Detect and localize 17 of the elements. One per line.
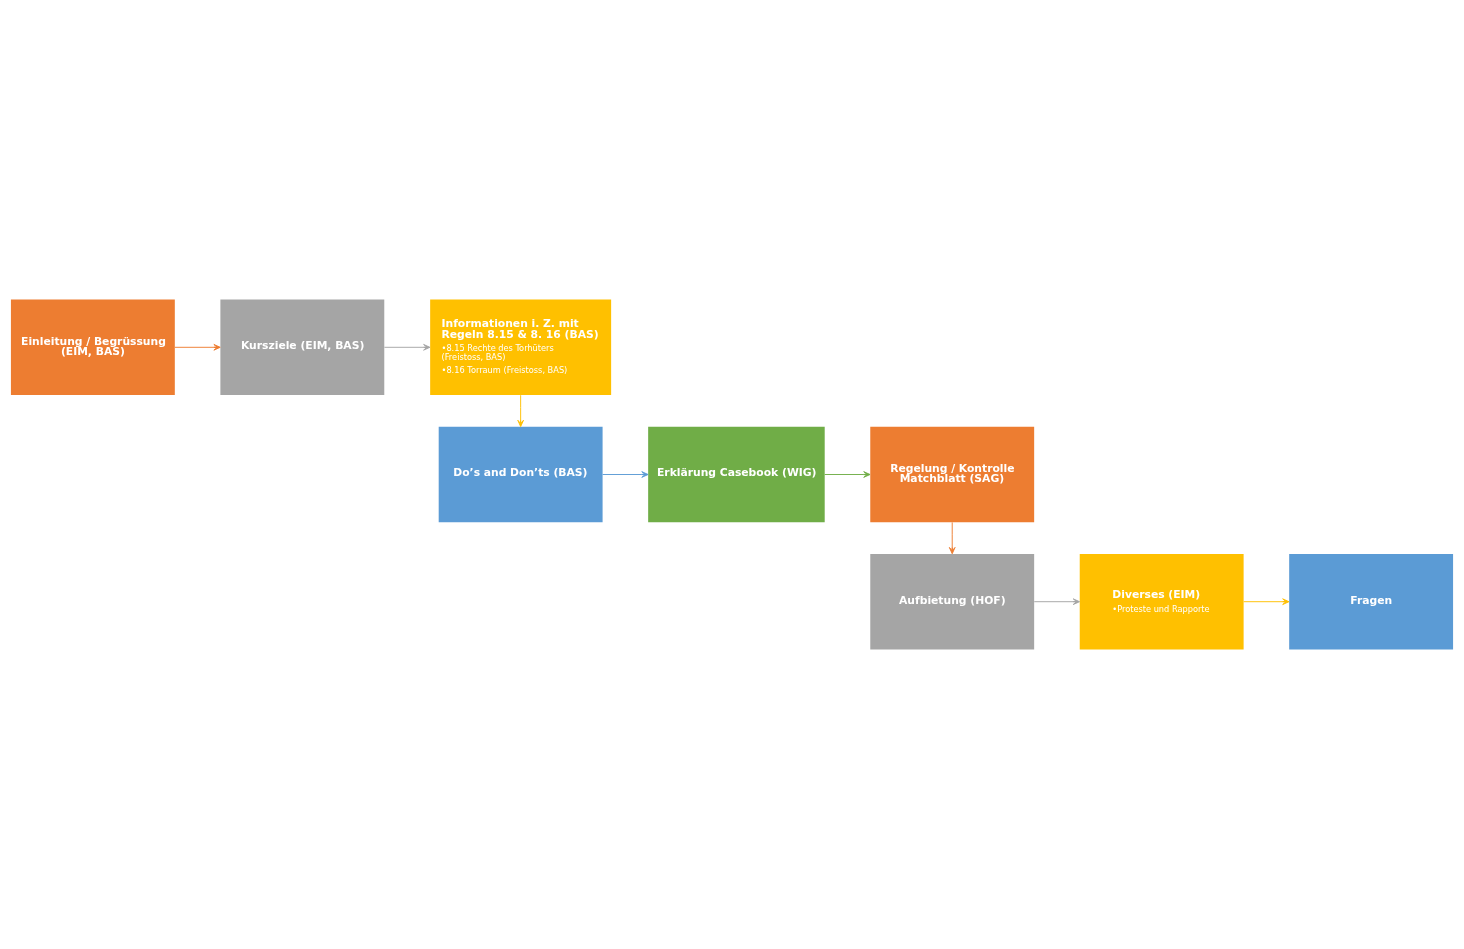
arrow: [1243, 598, 1290, 605]
node-box: Aufbietung (HOF): [870, 553, 1035, 650]
arrow: [517, 394, 524, 428]
arrow: [1033, 598, 1080, 605]
node-box: Fragen: [1289, 553, 1454, 650]
arrow: [602, 471, 649, 478]
arrow: [383, 344, 431, 351]
node-box: Einleitung / Begrüssung (EIM, BAS): [10, 299, 175, 396]
node-box: Diverses (EIM) •Proteste und Rapporte: [1079, 553, 1244, 650]
node-box: Regelung / Kontrolle Matchblatt (SAG): [870, 426, 1035, 523]
node-box: Do’s and Don’ts (BAS): [438, 426, 603, 523]
node-box: Kursziele (EIM, BAS): [220, 299, 385, 396]
node-box: Informationen i. Z. mit Regeln 8.15 & 8. 16 (BAS) •8.15 Rechte des Torhüters (Freistoss, BAS) •8.16 Torraum (Freistoss, BAS): [430, 299, 612, 396]
arrow: [174, 344, 221, 351]
node-box: Erklärung Casebook (WIG): [648, 426, 825, 523]
arrow: [948, 521, 956, 555]
arrow: [824, 471, 871, 478]
